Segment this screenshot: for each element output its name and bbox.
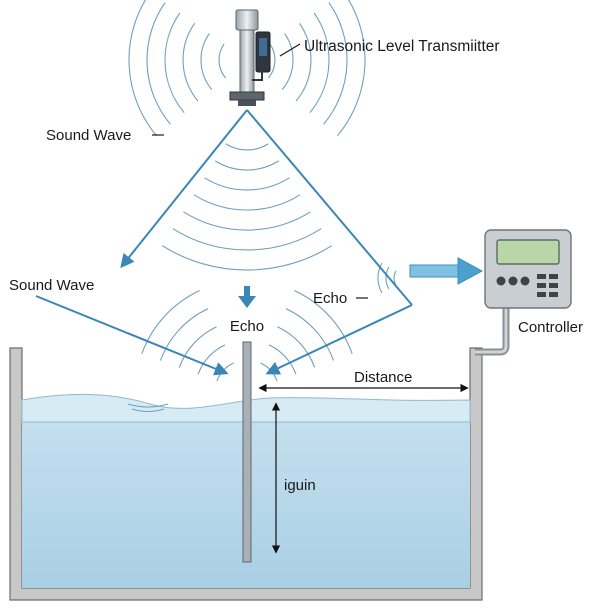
controller-cable	[475, 302, 510, 356]
sound-wave-arc	[285, 308, 335, 361]
sound-wave-arc	[377, 262, 383, 294]
transmitter-label: Ultrasonic Level Transmiitter	[304, 38, 500, 55]
signal-arrow-icon	[409, 257, 484, 285]
sound-wave-arc	[385, 266, 390, 290]
sound-wave-arc	[128, 0, 158, 137]
sound-wave-arc	[146, 2, 171, 125]
sound-wave-arc	[182, 22, 199, 102]
controller-panel-icon	[484, 229, 572, 309]
sound-wave-arc	[172, 228, 322, 251]
stilling-pole	[242, 341, 252, 563]
sound-wave-arc	[200, 33, 213, 90]
sound-wave-arc	[267, 43, 276, 79]
echo-arrows	[35, 295, 413, 376]
distance-label: Distance	[354, 369, 412, 386]
sound-wave-arc	[218, 43, 227, 79]
sound-wave-arc	[183, 211, 311, 231]
sound-wave-arc	[323, 2, 348, 125]
echo-label-center: Echo	[230, 318, 264, 335]
sound-wave-arc	[294, 290, 353, 354]
sound-wave-arcs	[128, 0, 397, 382]
sound-wave-arc	[161, 245, 333, 271]
sound-wave-arc	[197, 344, 226, 375]
sound-wave-arc	[193, 194, 301, 211]
sound-wave-arc	[214, 160, 280, 171]
sound-wave-arc	[295, 22, 312, 102]
sound-wave-label-left: Sound Wave	[9, 277, 94, 294]
echo-label-right: Echo	[313, 290, 347, 307]
sound-wave-arc	[225, 143, 269, 151]
sound-wave-arc	[281, 33, 294, 90]
sound-wave-arc	[277, 326, 316, 368]
sound-wave-arc	[164, 12, 185, 114]
ultrasonic-sensor-icon	[229, 9, 271, 106]
sound-wave-arc	[309, 12, 330, 114]
sound-wave-arc	[204, 177, 290, 191]
sound-wave-arc	[159, 308, 209, 361]
sound-wave-arc	[336, 0, 366, 137]
sound-wave-arc	[268, 344, 297, 375]
echo-down-arrow-icon	[238, 286, 256, 308]
sound-wave-arc	[178, 326, 217, 368]
controller-label: Controller	[518, 319, 583, 336]
leader-lines	[152, 43, 368, 299]
beam-cone	[120, 109, 413, 306]
sound-wave-arc	[141, 290, 200, 354]
sound-wave-label-top: Sound Wave	[46, 127, 131, 144]
liquid-label: iguin	[284, 477, 316, 494]
